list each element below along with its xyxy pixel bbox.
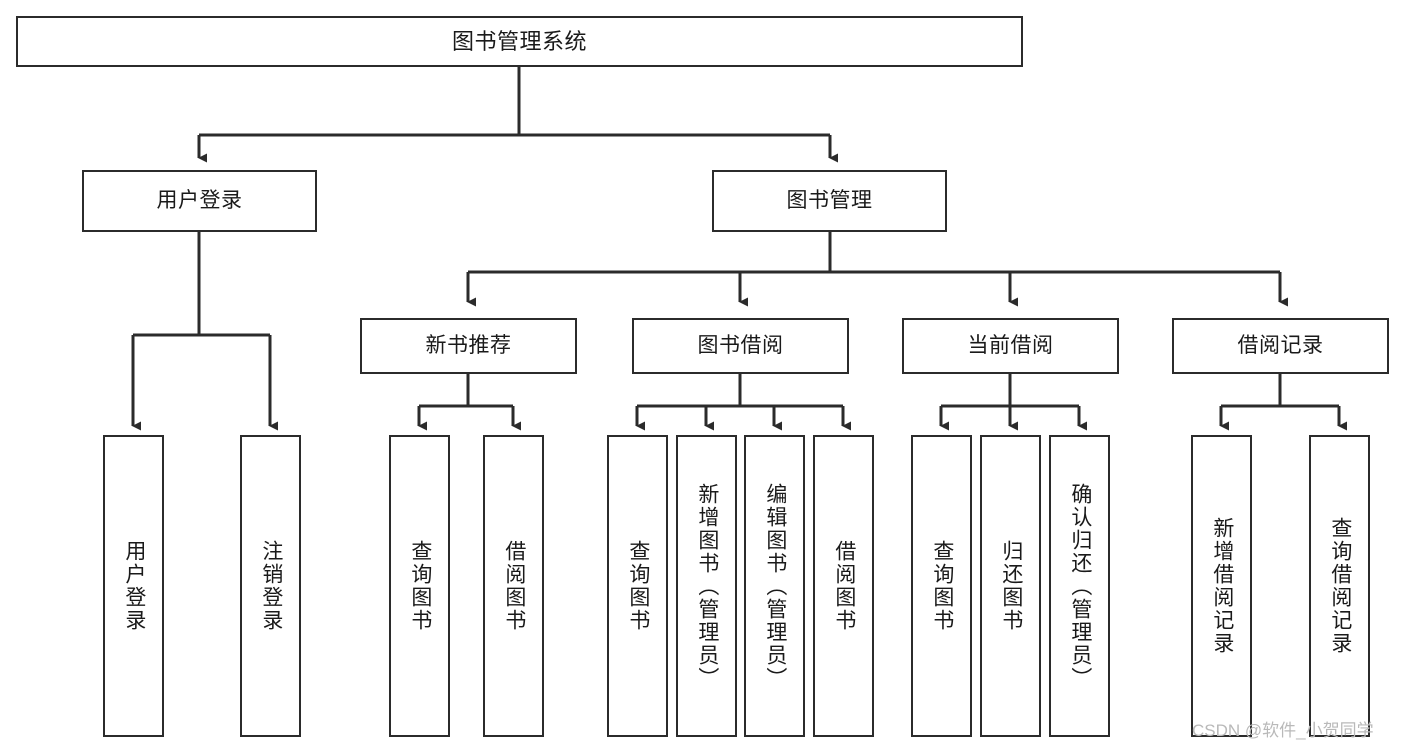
node-label: 用户登录	[122, 540, 146, 632]
node-label: 图书管理	[786, 188, 873, 212]
node-label: 查询借阅记录	[1328, 517, 1352, 655]
node-label: 借阅图书	[832, 540, 856, 632]
node-label: 图书借阅	[697, 333, 784, 357]
node-label: 用户登录	[156, 188, 243, 212]
leaf-record-add-record[interactable]: 新增借阅记录	[1191, 435, 1252, 737]
leaf-borrow-add-book-admin[interactable]: 新增图书（管理员）	[676, 435, 737, 737]
leaf-current-confirm-return-admin[interactable]: 确认归还（管理员）	[1049, 435, 1110, 737]
node-current-borrow[interactable]: 当前借阅	[902, 318, 1119, 374]
node-label: 新增借阅记录	[1210, 517, 1234, 655]
node-label: 当前借阅	[967, 333, 1054, 357]
leaf-record-query-record[interactable]: 查询借阅记录	[1309, 435, 1370, 737]
leaf-recommend-borrow-book[interactable]: 借阅图书	[483, 435, 544, 737]
node-root-system[interactable]: 图书管理系统	[16, 16, 1023, 67]
node-label: 查询图书	[408, 540, 432, 632]
leaf-recommend-query-book[interactable]: 查询图书	[389, 435, 450, 737]
node-label: 编辑图书（管理员）	[763, 482, 787, 690]
node-label: 新增图书（管理员）	[695, 482, 719, 690]
node-label: 归还图书	[999, 540, 1023, 632]
node-label: 新书推荐	[425, 333, 512, 357]
node-book-management[interactable]: 图书管理	[712, 170, 947, 232]
leaf-borrow-edit-book-admin[interactable]: 编辑图书（管理员）	[744, 435, 805, 737]
node-book-borrow[interactable]: 图书借阅	[632, 318, 849, 374]
node-label: 借阅记录	[1237, 333, 1324, 357]
leaf-user-login-signin[interactable]: 用户登录	[103, 435, 164, 737]
node-borrow-record[interactable]: 借阅记录	[1172, 318, 1389, 374]
node-label: 查询图书	[626, 540, 650, 632]
node-user-login[interactable]: 用户登录	[82, 170, 317, 232]
leaf-current-return-book[interactable]: 归还图书	[980, 435, 1041, 737]
node-label: 借阅图书	[502, 540, 526, 632]
node-label: 查询图书	[930, 540, 954, 632]
node-label: 图书管理系统	[451, 28, 587, 54]
node-label: 确认归还（管理员）	[1068, 482, 1092, 690]
leaf-current-query-book[interactable]: 查询图书	[911, 435, 972, 737]
leaf-borrow-borrow-book[interactable]: 借阅图书	[813, 435, 874, 737]
csdn-watermark: CSDN @软件_小贺同学	[1192, 721, 1374, 740]
leaf-borrow-query-book[interactable]: 查询图书	[607, 435, 668, 737]
node-new-book-recommend[interactable]: 新书推荐	[360, 318, 577, 374]
leaf-user-login-signout[interactable]: 注销登录	[240, 435, 301, 737]
node-label: 注销登录	[259, 540, 283, 632]
